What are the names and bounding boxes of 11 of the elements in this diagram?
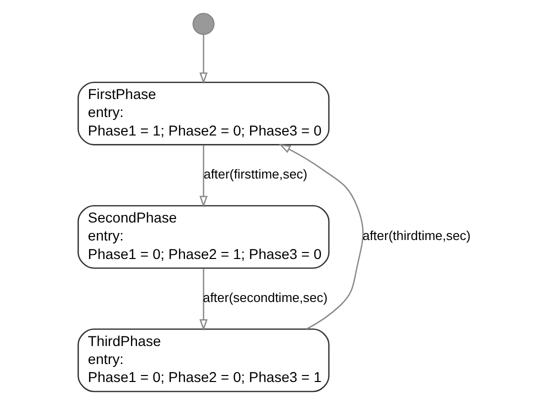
arrow — [198, 268, 208, 331]
edge-label: after(secondtime,sec) — [202, 290, 328, 305]
edge-label: after(firsttime,sec) — [203, 166, 307, 182]
arrow — [278, 144, 364, 330]
node-circle — [192, 12, 214, 35]
node-box: SecondPhase entry: Phase1 = 0; Phase2 = 1; Phase3 = 0 — [77, 205, 330, 269]
arrow — [198, 145, 208, 208]
node-box: FirstPhase entry: Phase1 = 1; Phase2 = 0; Phase3 = 0 — [77, 82, 330, 146]
arrow — [198, 34, 208, 84]
edge-label: after(thirdtime,sec) — [362, 228, 470, 244]
node-box: ThirdPhase entry: Phase1 = 0; Phase2 = 0; Phase3 = 1 — [77, 328, 330, 392]
